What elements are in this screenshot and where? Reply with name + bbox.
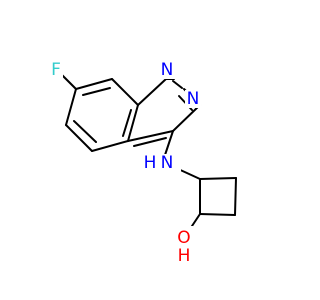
atom-n1-label: N: [161, 60, 174, 80]
atom-n3: N: [185, 89, 201, 109]
atom-labels: F N N H N O H: [49, 60, 201, 266]
bond-c8a-c4a-inner: [122, 109, 132, 137]
bond-c4-nh: [163, 130, 174, 159]
atom-oh: O H: [173, 226, 193, 266]
atom-nh: H N: [144, 153, 181, 173]
bond-c4-c4a-inner: [133, 137, 167, 147]
atom-n3-label: N: [187, 89, 200, 109]
bond-f-c7: [60, 73, 77, 90]
bond-cb3-cb4: [199, 213, 236, 216]
bond-c5-c6-inner: [73, 120, 97, 143]
bond-c8-c8a: [111, 78, 139, 106]
atom-nh-label: N: [161, 153, 174, 173]
atom-o-label: O: [177, 228, 190, 248]
bond-c6-c7: [65, 88, 77, 126]
bond-cb1-cb2: [199, 177, 237, 180]
bond-c8a-n1: [137, 78, 167, 106]
bond-cb2-cb3: [234, 177, 237, 216]
bond-n1-c2b: [172, 80, 183, 89]
bond-c4a-c5: [91, 140, 129, 152]
bond-c8a-c4a: [127, 104, 139, 142]
bonds: [60, 73, 237, 230]
atom-f: F: [49, 60, 63, 80]
atom-f-label: F: [51, 60, 61, 80]
bond-n3-c4: [172, 104, 201, 132]
bond-c7-c8: [75, 78, 113, 90]
molecule-structure: F N N H N O H: [49, 60, 237, 266]
atom-n1: N: [159, 60, 175, 80]
bond-c7-c8-inner: [82, 87, 111, 96]
bond-c4-c4a: [127, 130, 174, 142]
bond-c5-c6: [65, 124, 93, 152]
atom-h-label: H: [144, 153, 157, 173]
atom-oh-h-label: H: [178, 246, 191, 266]
